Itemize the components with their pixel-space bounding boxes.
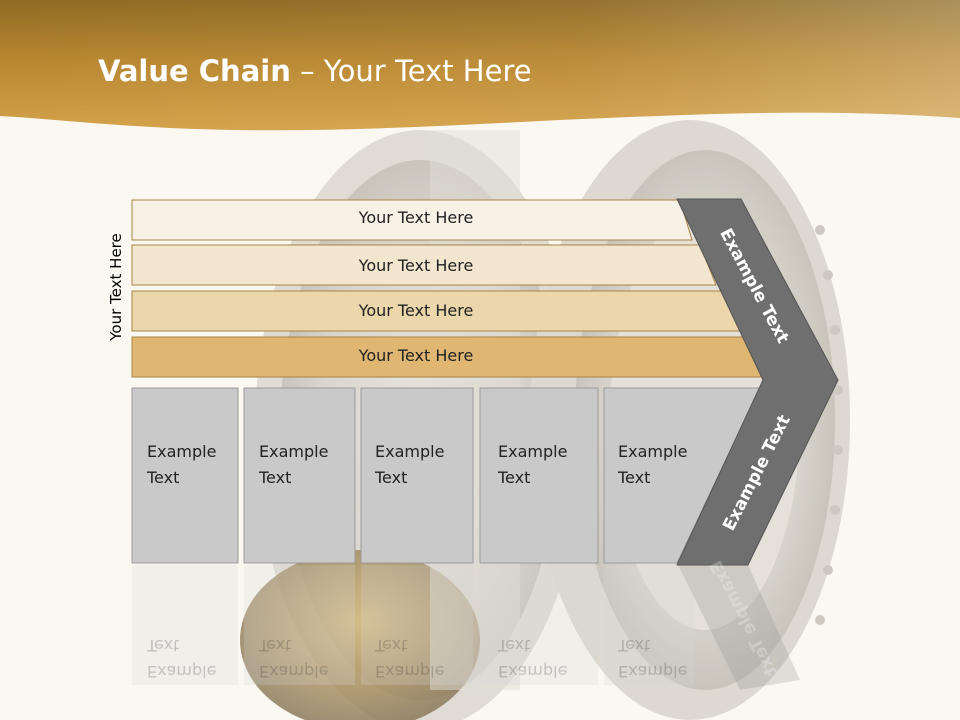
reflection-line: Text: [259, 636, 292, 655]
bands-group: [131, 199, 763, 378]
box-5: [603, 387, 761, 564]
box-3-line2: Text: [375, 468, 408, 487]
reflection-line: Example: [618, 662, 688, 681]
box-3-text: Example Text: [375, 439, 444, 491]
box-1-line2: Text: [147, 468, 180, 487]
reflection-line: Text: [498, 636, 531, 655]
box-4-reflection: Example Text: [498, 632, 567, 684]
title-bold: Value Chain: [98, 54, 291, 88]
band-2: [131, 244, 717, 286]
box-1-text: Example Text: [147, 439, 216, 491]
slide-title: Value Chain – Your Text Here: [98, 54, 532, 88]
box-3-reflection: Example Text: [375, 632, 444, 684]
box-5-line2: Text: [618, 468, 651, 487]
reflection-line: Example: [147, 662, 217, 681]
title-rest: – Your Text Here: [290, 54, 532, 88]
box-4-text: Example Text: [498, 439, 567, 491]
box-1: [131, 387, 239, 564]
box-4: [479, 387, 599, 564]
band-3-label: Your Text Here: [358, 301, 474, 320]
side-label: Your Text Here: [107, 233, 125, 341]
box-2: [243, 387, 356, 564]
box-4-line1: Example: [498, 442, 568, 461]
band-4-label: Your Text Here: [358, 346, 474, 365]
reflection-line: Text: [618, 636, 651, 655]
box-5-reflection: Example Text: [618, 632, 687, 684]
reflection-line: Example: [375, 662, 445, 681]
band-2-label: Your Text Here: [358, 256, 474, 275]
band-1: [131, 199, 693, 241]
box-4-line2: Text: [498, 468, 531, 487]
box-2-line2: Text: [259, 468, 292, 487]
band-1-label: Your Text Here: [358, 208, 474, 227]
boxes-reflection: [132, 565, 800, 690]
box-2-reflection: Example Text: [259, 632, 328, 684]
box-5-line1: Example: [618, 442, 688, 461]
value-chevron: [676, 198, 839, 566]
box-5-text: Example Text: [618, 439, 687, 491]
reflection-line: Text: [147, 636, 180, 655]
box-3: [360, 387, 474, 564]
reflection-line: Example: [498, 662, 568, 681]
reflection-line: Example: [259, 662, 329, 681]
reflection-line: Text: [375, 636, 408, 655]
box-1-reflection: Example Text: [147, 632, 216, 684]
box-2-line1: Example: [259, 442, 329, 461]
boxes-group: [131, 387, 761, 564]
box-1-line1: Example: [147, 442, 217, 461]
box-2-text: Example Text: [259, 439, 328, 491]
box-3-line1: Example: [375, 442, 445, 461]
